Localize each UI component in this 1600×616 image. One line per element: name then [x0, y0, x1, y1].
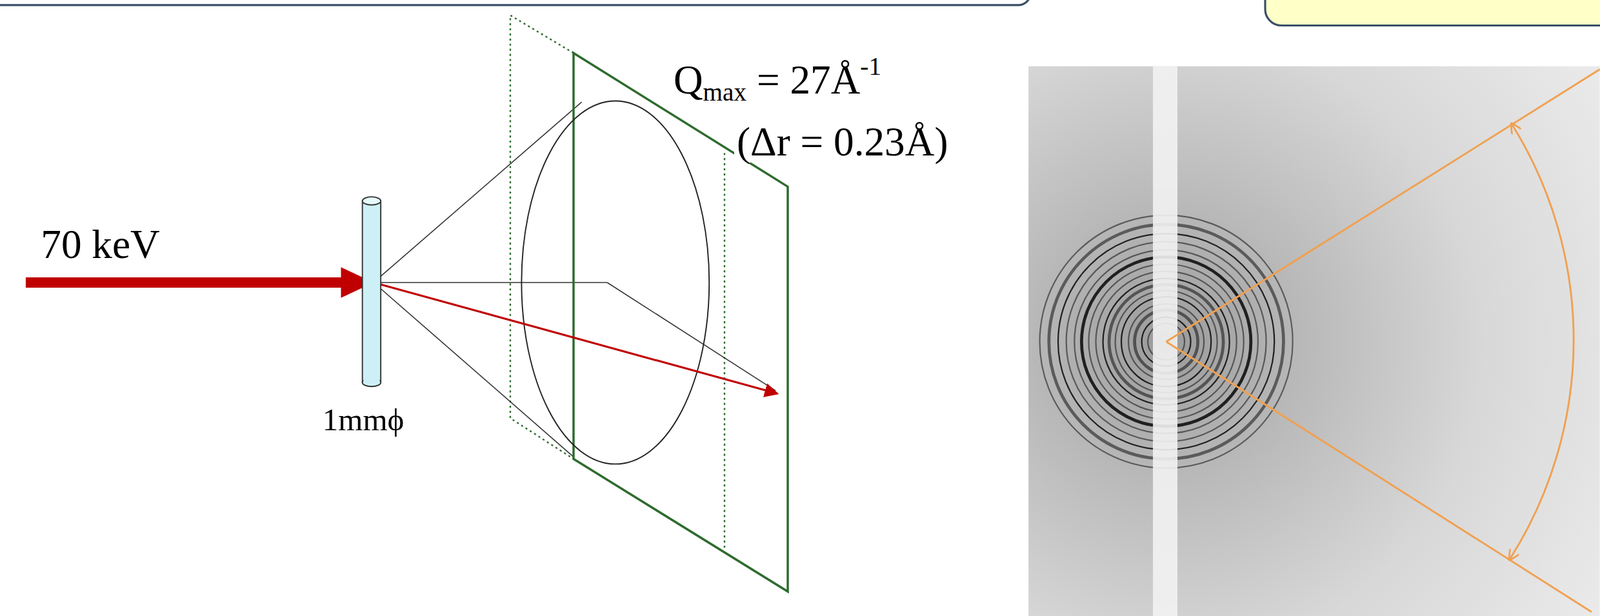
diffraction-ring: [521, 101, 710, 465]
detector-plane-back: [510, 15, 574, 460]
angle-marker: [1166, 69, 1600, 613]
label-text: 70 keV: [40, 221, 160, 268]
scattered-ray: [373, 282, 778, 394]
tag-box: [1265, 0, 1600, 26]
label-text: Qmax = 27Å-1: [670, 53, 884, 106]
label-text: Q: [673, 57, 704, 103]
label-text: 1mmϕ: [320, 403, 408, 436]
capillary: [362, 196, 381, 387]
detector-image: [1028, 66, 1600, 616]
header-box: [0, 0, 1031, 6]
label-text: = 27Å: [756, 57, 860, 103]
label-text: (Δr = 0.23Å): [734, 121, 951, 163]
incident-beam: [25, 277, 346, 288]
superscript: -1: [860, 52, 882, 80]
subscript: max: [703, 78, 748, 106]
label-text: 1mmϕ: [322, 401, 405, 438]
label-text: (Δr = 0.23Å): [736, 119, 949, 165]
detector-plane-back: [723, 152, 726, 551]
label-text: 70 keV: [38, 224, 162, 266]
